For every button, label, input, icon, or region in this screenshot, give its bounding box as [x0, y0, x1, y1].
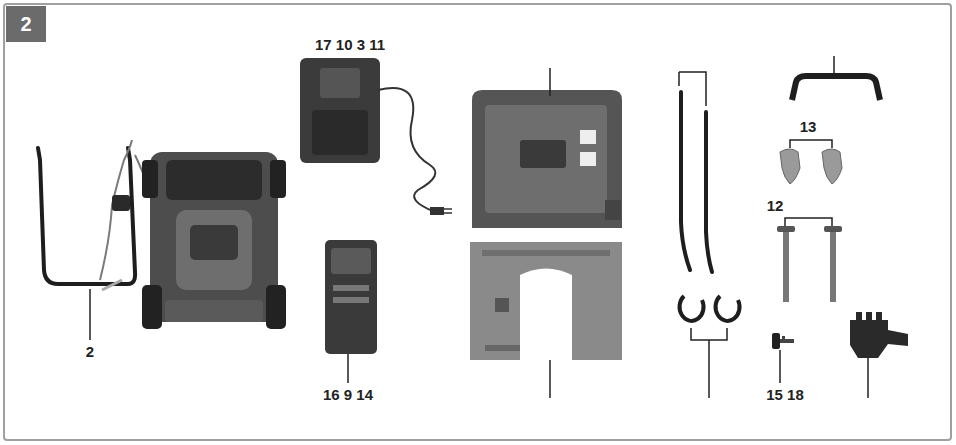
leader-line [347, 354, 349, 383]
mulch-insert [850, 312, 908, 358]
leader-line [867, 358, 869, 398]
battery-pack [325, 240, 377, 354]
leader-line [779, 350, 781, 383]
leader-line [549, 360, 551, 398]
cable-clip [680, 296, 740, 321]
callout-number: 2 [86, 343, 94, 360]
clamp-knob [780, 149, 842, 184]
grass-box-bottom [470, 242, 622, 360]
leader-line [549, 68, 551, 96]
callout-number: 16 9 14 [323, 386, 373, 403]
grass-box-top [472, 90, 622, 228]
callout-number: 13 [800, 118, 817, 135]
switch-box [112, 195, 130, 211]
handle-cable [100, 140, 150, 280]
top-grip [792, 76, 880, 100]
battery-charger [300, 58, 452, 215]
figure-number: 2 [20, 13, 31, 36]
leader-line [89, 289, 91, 340]
leader-line [833, 56, 835, 74]
cable-end [102, 280, 122, 290]
frame [4, 4, 951, 440]
leader-bracket [679, 72, 706, 106]
figure-number-tab: 2 [6, 6, 46, 42]
lawn-mower [142, 152, 286, 329]
callout-number: 17 10 3 11 [315, 36, 385, 53]
leader-bracket [785, 218, 832, 226]
upper-handle-bars [681, 92, 712, 272]
callout-number: 12 [767, 197, 784, 214]
leader-bracket [691, 328, 727, 398]
callout-number: 15 18 [766, 386, 804, 403]
leader-bracket [790, 140, 832, 148]
safety-key [772, 333, 794, 349]
bolt [777, 226, 842, 302]
